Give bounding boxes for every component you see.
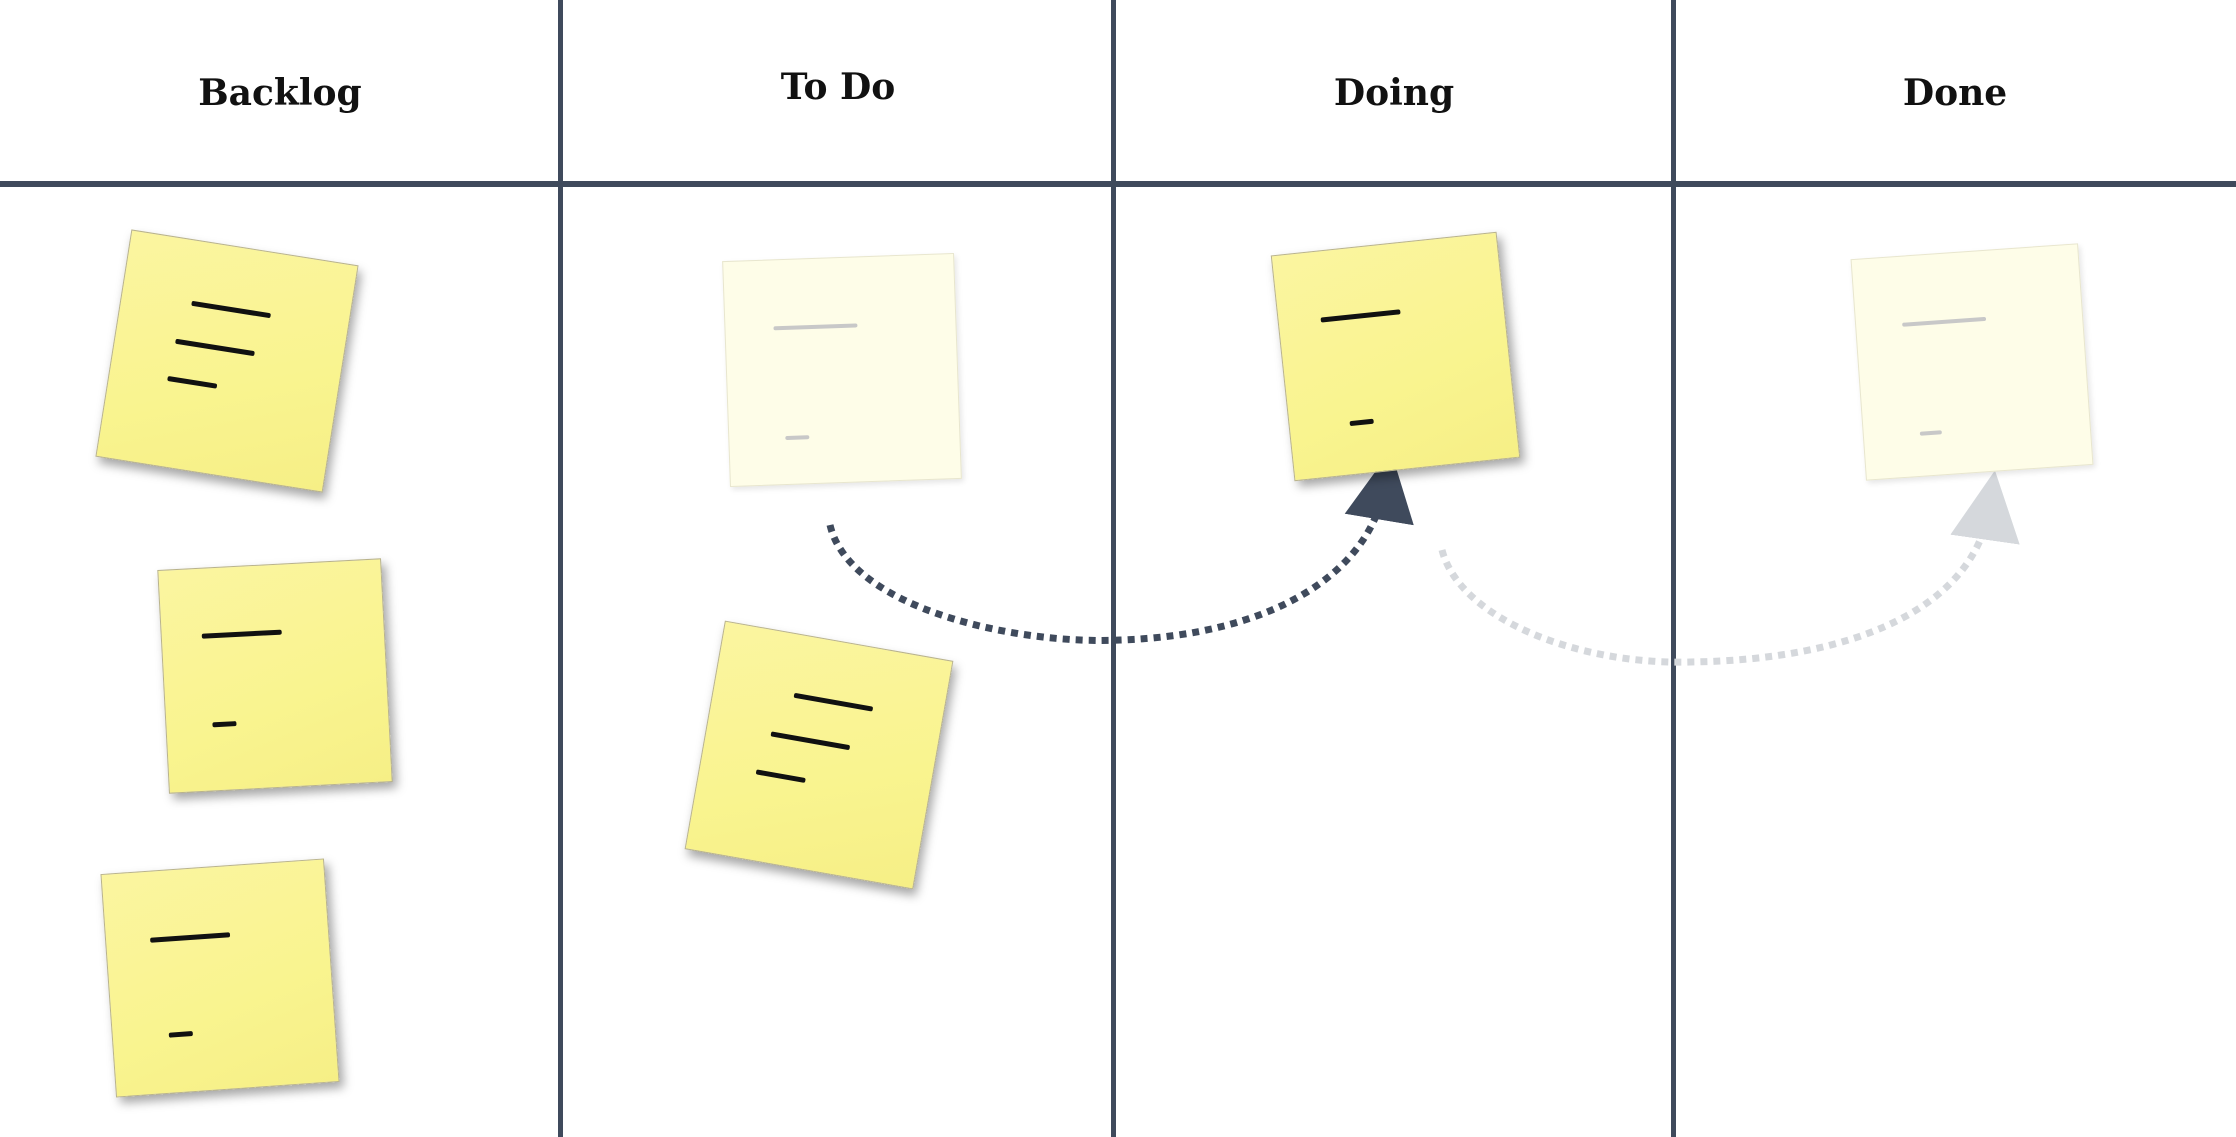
column-header-done: Done <box>1902 71 2008 114</box>
note-text-line <box>1919 430 1942 436</box>
column-divider-2 <box>1111 0 1116 1137</box>
column-header-doing: Doing <box>1333 71 1455 114</box>
sticky-note-backlog-3[interactable] <box>100 858 340 1098</box>
note-text-line <box>201 629 282 639</box>
sticky-note-backlog-1[interactable] <box>95 229 359 493</box>
arrow-doing-to-done <box>1438 470 2020 666</box>
note-text-line <box>212 721 237 728</box>
sticky-note-backlog-2[interactable] <box>157 558 393 794</box>
note-text-line <box>793 692 874 712</box>
note-text-line <box>191 300 272 319</box>
column-divider-1 <box>558 0 563 1137</box>
note-text-line <box>770 731 851 751</box>
sticky-note-todo-1[interactable] <box>684 620 954 890</box>
arrow-todo-to-doing <box>826 450 1414 644</box>
column-header-todo: To Do <box>780 65 896 108</box>
column-divider-3 <box>1671 0 1676 1137</box>
note-text-line <box>167 375 218 389</box>
column-header-backlog: Backlog <box>198 71 362 114</box>
note-text-line <box>168 1031 193 1038</box>
note-text-line <box>785 435 810 441</box>
note-text-line <box>1902 316 1987 327</box>
note-text-line <box>773 323 858 331</box>
sticky-note-todo-ghost[interactable] <box>722 253 962 487</box>
note-text-line <box>150 932 231 943</box>
note-text-line <box>175 338 255 357</box>
note-text-line <box>1349 418 1374 427</box>
note-text-line <box>1320 309 1401 323</box>
note-text-line <box>755 769 806 783</box>
sticky-note-doing-1[interactable] <box>1270 231 1521 482</box>
sticky-note-done-ghost[interactable] <box>1850 243 2094 481</box>
header-divider <box>0 181 2236 187</box>
